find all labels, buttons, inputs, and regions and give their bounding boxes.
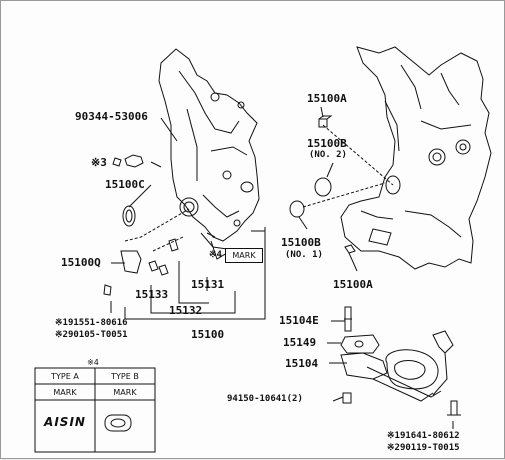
label-no2: (NO. 2) bbox=[309, 150, 347, 160]
oil-strainer bbox=[385, 349, 439, 390]
label-15100a-top: 15100A bbox=[307, 92, 347, 105]
label-mark4: ※4 bbox=[209, 250, 222, 260]
dowel-15100a-bot bbox=[344, 244, 356, 254]
o-ring-15100b-no2 bbox=[314, 177, 332, 197]
dowel-15100a-top bbox=[318, 118, 328, 128]
note-191641-80612: ※191641-80612 bbox=[387, 431, 460, 441]
label-94150-10641: 94150-10641(2) bbox=[227, 394, 303, 404]
timing-cover bbox=[158, 48, 260, 242]
table-title: ※4 bbox=[87, 358, 99, 367]
note-290119-t0015: ※290119-T0015 bbox=[387, 443, 460, 453]
o-ring-15100b-no1 bbox=[289, 200, 305, 218]
label-15100b-bottom: 15100B bbox=[281, 236, 321, 249]
label-15100q: 15100Q bbox=[61, 256, 101, 269]
stud-15104e bbox=[344, 306, 352, 332]
label-no1: (NO. 1) bbox=[285, 250, 323, 260]
mark-callout-box: MARK bbox=[225, 248, 263, 263]
label-15100c: 15100C bbox=[105, 178, 145, 191]
label-90344-53006: 90344-53006 bbox=[75, 110, 148, 123]
table-mark-a: MARK bbox=[53, 388, 77, 397]
label-mark3: ※3 bbox=[91, 156, 107, 169]
oil-seal-15100c bbox=[122, 205, 136, 227]
bolt-94150 bbox=[342, 392, 352, 404]
label-15133: 15133 bbox=[135, 288, 169, 301]
engine-block bbox=[340, 46, 492, 270]
label-15104: 15104 bbox=[285, 357, 319, 370]
mark-table-grid bbox=[34, 367, 156, 453]
type-b-mark-icon bbox=[104, 414, 132, 432]
bracket-15100 bbox=[124, 227, 266, 320]
note-290105-t0051: ※290105-T0051 bbox=[55, 330, 128, 340]
note-191551-80616: ※191551-80616 bbox=[55, 318, 128, 328]
table-header-type-b: TYPE B bbox=[111, 372, 139, 381]
label-15104e: 15104E bbox=[279, 314, 319, 327]
label-15100a-bottom: 15100A bbox=[333, 278, 373, 291]
aisin-logo-mark: AISIN bbox=[44, 415, 86, 429]
label-15132: 15132 bbox=[169, 304, 203, 317]
gasket-15149 bbox=[340, 334, 380, 354]
table-mark-b: MARK bbox=[113, 388, 137, 397]
label-15131: 15131 bbox=[191, 278, 225, 291]
table-header-type-a: TYPE A bbox=[51, 372, 79, 381]
label-15149: 15149 bbox=[283, 336, 317, 349]
sensor-15100q bbox=[120, 250, 142, 274]
plug-90344 bbox=[124, 154, 144, 168]
label-15100: 15100 bbox=[191, 328, 225, 341]
label-15100b-top: 15100B bbox=[307, 137, 347, 150]
